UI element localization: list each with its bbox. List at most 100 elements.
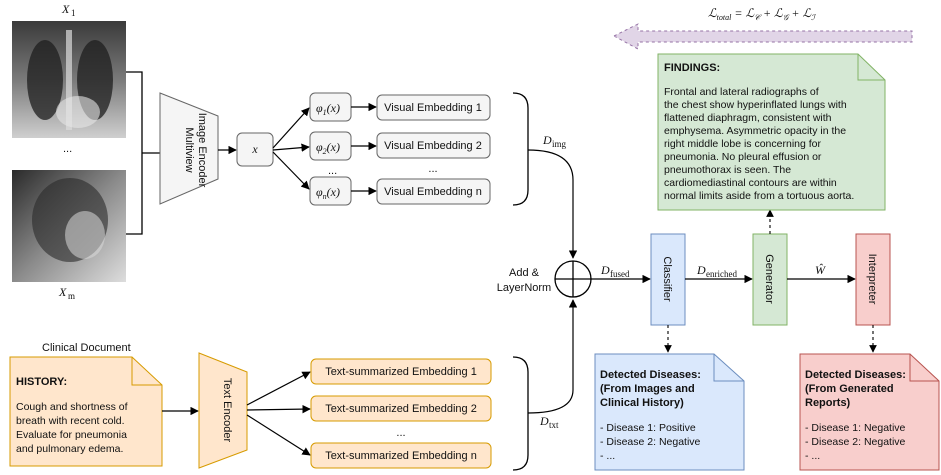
d-enriched-label: D enriched xyxy=(696,263,737,279)
loss-plus-1: + xyxy=(760,6,774,20)
dashed-arrows xyxy=(664,209,877,353)
x-node-label: x xyxy=(251,142,258,156)
detected-left-heading-1: Detected Diseases: xyxy=(600,369,701,381)
detected-left-item-1: - Disease 1: Positive xyxy=(600,422,696,434)
xray-image-frontal xyxy=(12,21,126,138)
arrows-x-to-phi xyxy=(272,107,310,190)
d-txt-sub: txt xyxy=(549,420,559,430)
visual-embedding-1: Visual Embedding 1 xyxy=(376,94,491,121)
findings-line-4: emphysema. Asymmetric opacity in the xyxy=(664,125,846,137)
text-encoder: Text Encoder xyxy=(198,352,248,469)
loss-eq: = xyxy=(731,6,745,20)
loss-t2: ℒ xyxy=(774,6,783,20)
text-ellipsis: ... xyxy=(396,427,405,439)
text-embedding-n: Text-summarized Embedding n xyxy=(310,442,492,469)
generator-label: Generator xyxy=(763,254,775,304)
xray-image-lateral xyxy=(12,170,126,282)
image-encoder-label-2: Image Encoder xyxy=(196,113,208,188)
text-embedding-1: Text-summarized Embedding 1 xyxy=(310,358,492,385)
d-fused-sub: fused xyxy=(610,269,630,279)
phi-ellipsis: ... xyxy=(328,165,337,177)
visual-embedding-n-label: Visual Embedding n xyxy=(384,186,482,198)
visual-embedding-1-label: Visual Embedding 1 xyxy=(384,102,482,114)
image-encoder: Multiview Image Encoder xyxy=(159,92,219,205)
visual-embedding-2: Visual Embedding 2 xyxy=(376,132,491,159)
clinical-line-3: Evaluate for pneumonia xyxy=(16,429,127,441)
arrows-phi-to-visual xyxy=(351,102,377,196)
detected-left-heading-3: Clinical History) xyxy=(600,397,684,409)
image-bracket xyxy=(126,71,160,235)
d-fused-label: D fused xyxy=(600,263,630,279)
loss-t2-sub: 𝒢 xyxy=(783,13,790,22)
detected-left-item-2: - Disease 2: Negative xyxy=(600,436,701,448)
loss-lhs-sub: total xyxy=(717,13,732,22)
loss-equation: ℒtotal = ℒ𝒞 + ℒ𝒢 + ℒℐ xyxy=(708,6,816,22)
text-embedding-n-label: Text-summarized Embedding n xyxy=(325,450,477,462)
findings-line-8: cardiomediastinal contours are within xyxy=(664,177,837,189)
loss-t3: ℒ xyxy=(803,6,812,20)
clinical-document-caption-text: Clinical Document xyxy=(42,342,131,354)
arrow-dimg-to-add xyxy=(527,149,578,259)
arrow-dtxt-to-add xyxy=(527,299,578,414)
loss-t3-sub: ℐ xyxy=(811,13,816,22)
phi-node-2: φ2(x) xyxy=(309,131,352,161)
clinical-line-4: and pulmonary edema. xyxy=(16,443,123,455)
phi-node-1: φ1(x) xyxy=(309,92,352,122)
w-hat-label: Ŵ xyxy=(815,263,826,277)
text-bracket xyxy=(512,356,529,471)
clinical-line-1: Cough and shortness of xyxy=(16,401,128,413)
phi-node-n: φn(x) xyxy=(309,176,352,206)
findings-line-5: right middle lobe is concerning for xyxy=(664,138,822,150)
findings-line-7: pneumothorax is seen. The xyxy=(664,164,791,176)
clinical-document-heading: HISTORY: xyxy=(16,376,67,388)
detected-left-item-3: - ... xyxy=(600,450,615,462)
add-layernorm-label-1: Add & xyxy=(509,267,540,279)
arrows-text-encoder-to-embeddings xyxy=(246,371,311,456)
clinical-line-2: breath with recent cold. xyxy=(16,415,125,427)
d-img-sub: img xyxy=(552,139,567,149)
visual-ellipsis: ... xyxy=(428,163,437,175)
add-layernorm-label-2: LayerNorm xyxy=(497,282,551,294)
detected-right-item-2: - Disease 2: Negative xyxy=(805,436,906,448)
x-node: x xyxy=(236,132,274,167)
loss-plus-2: + xyxy=(788,6,802,20)
text-embedding-1-label: Text-summarized Embedding 1 xyxy=(325,366,477,378)
image-ellipsis: ... xyxy=(63,143,72,155)
visual-bracket xyxy=(512,92,529,206)
findings-line-6: pneumonia. No pleural effusion or xyxy=(664,151,822,163)
detected-right-heading-3: Reports) xyxy=(805,397,851,409)
image-label-x1: X xyxy=(61,2,70,16)
detected-diseases-reports-doc: Detected Diseases: (From Generated Repor… xyxy=(799,353,940,471)
detected-diseases-images-doc: Detected Diseases: (From Images and Clin… xyxy=(594,353,745,471)
image-label-x1-sub: 1 xyxy=(71,8,76,18)
detected-right-heading-2: (From Generated xyxy=(805,383,894,395)
detected-left-heading-2: (From Images and xyxy=(600,383,695,395)
findings-line-1: Frontal and lateral radiographs of xyxy=(664,86,819,98)
interpreter-label: Interpreter xyxy=(866,254,878,305)
phi-n-label: φn(x) xyxy=(316,185,340,201)
loss-backprop-arrow xyxy=(612,23,913,50)
d-txt-label: D txt xyxy=(539,414,559,430)
visual-embedding-n: Visual Embedding n xyxy=(376,178,491,205)
loss-lhs: ℒ xyxy=(708,6,717,20)
visual-embedding-2-label: Visual Embedding 2 xyxy=(384,140,482,152)
detected-right-item-1: - Disease 1: Negative xyxy=(805,422,906,434)
phi-2-label: φ2(x) xyxy=(316,140,340,156)
text-encoder-label: Text Encoder xyxy=(221,378,233,443)
findings-document: FINDINGS: Frontal and lateral radiograph… xyxy=(657,53,886,211)
loss-t1-sub: 𝒞 xyxy=(754,13,762,22)
svg-text:ℒtotal = ℒ𝒞 + ℒ𝒢 + ℒℐ: ℒtotal = ℒ𝒞 + ℒ𝒢 + ℒℐ xyxy=(708,6,816,22)
loss-t1: ℒ xyxy=(745,6,754,20)
phi-1-label: φ1(x) xyxy=(316,101,340,117)
findings-line-9: normal limits aside from a tortuous aort… xyxy=(664,190,854,202)
d-img-label: D img xyxy=(542,133,567,149)
generator-module: Generator xyxy=(752,233,788,326)
clinical-document: HISTORY: Cough and shortness of breath w… xyxy=(9,356,163,467)
classifier-label: Classifier xyxy=(661,256,673,302)
image-label-xm-sub: m xyxy=(68,291,75,301)
findings-line-3: flattened diaphragm, consistent with xyxy=(664,112,832,124)
d-enriched-main: D xyxy=(696,263,706,277)
detected-right-heading-1: Detected Diseases: xyxy=(805,369,906,381)
d-img-main: D xyxy=(542,133,552,147)
d-enriched-sub: enriched xyxy=(706,269,737,279)
